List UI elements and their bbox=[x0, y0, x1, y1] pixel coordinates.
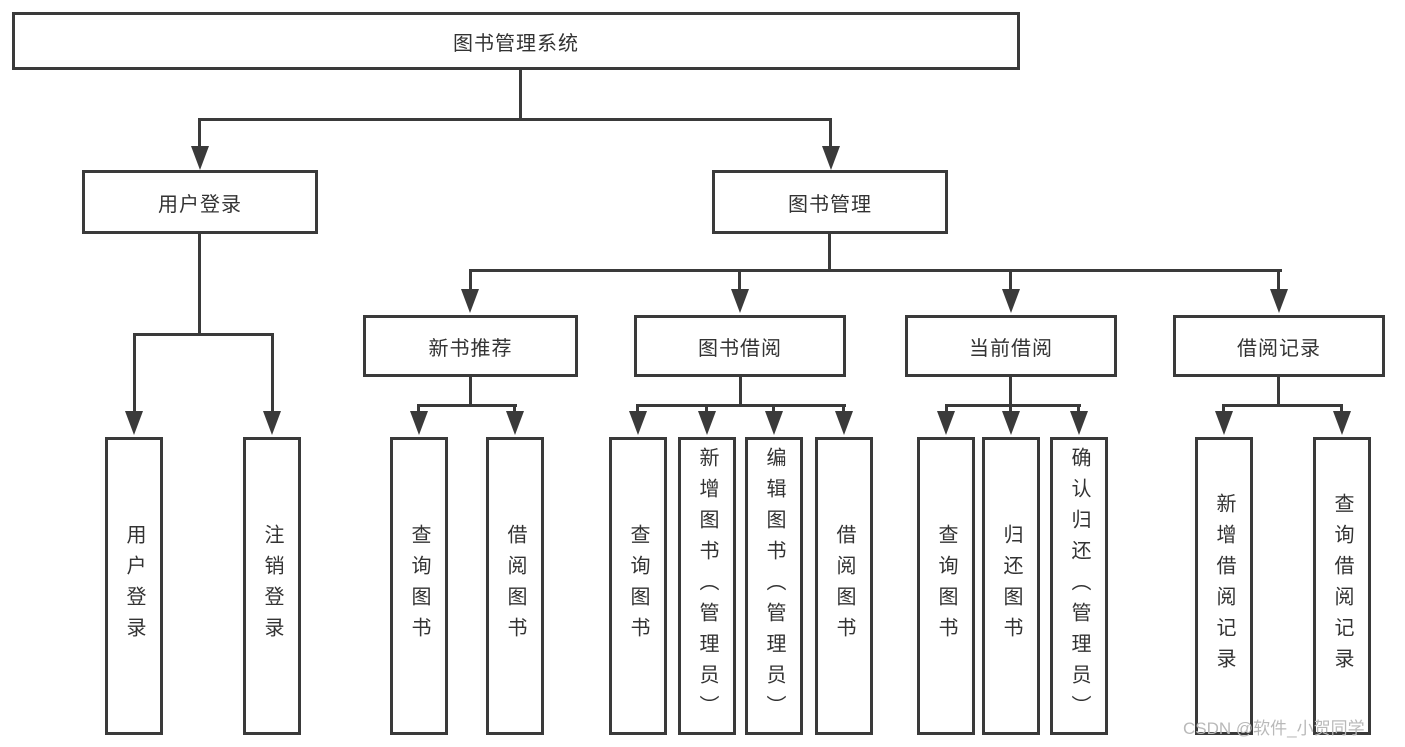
connector-current-stem bbox=[1009, 375, 1012, 407]
arrowhead-login-1 bbox=[125, 411, 143, 435]
arrowhead-borrow-1 bbox=[629, 411, 647, 435]
connector-login-stem bbox=[198, 234, 201, 336]
arrowhead-borrow bbox=[731, 289, 749, 313]
node-book-manage-label: 图书管理 bbox=[788, 193, 872, 216]
connector-login-bar bbox=[133, 333, 274, 336]
node-user-login-label: 用户登录 bbox=[158, 193, 242, 216]
leaf-borrow-query-books-label: 查询图书 bbox=[627, 524, 649, 648]
connector-current-bar bbox=[945, 404, 1081, 407]
connector-drop-recommend-2 bbox=[513, 404, 516, 414]
connector-recommend-bar bbox=[417, 404, 517, 407]
arrowhead-borrow-4 bbox=[835, 411, 853, 435]
leaf-confirm-return-admin-label: 确认归还（管理员） bbox=[1068, 446, 1090, 726]
connector-recommend-stem bbox=[469, 375, 472, 407]
leaf-user-login: 用户登录 bbox=[105, 437, 163, 735]
node-book-borrow-label: 图书借阅 bbox=[698, 337, 782, 360]
node-root-label: 图书管理系统 bbox=[453, 32, 579, 55]
leaf-borrow-query-books: 查询图书 bbox=[609, 437, 667, 735]
connector-drop-borrow-1 bbox=[636, 404, 639, 414]
connector-drop-recommend bbox=[469, 269, 472, 291]
node-current-borrow-label: 当前借阅 bbox=[969, 337, 1053, 360]
arrowhead-current-2 bbox=[1002, 411, 1020, 435]
node-book-manage: 图书管理 bbox=[712, 170, 948, 234]
arrowhead-borrow-2 bbox=[698, 411, 716, 435]
connector-drop-borrow bbox=[738, 269, 741, 291]
connector-borrow-bar bbox=[636, 404, 846, 407]
connector-drop-current bbox=[1009, 269, 1012, 291]
leaf-query-borrow-record: 查询借阅记录 bbox=[1313, 437, 1371, 735]
connector-drop-current-2 bbox=[1009, 404, 1012, 414]
connector-drop-borrow-2 bbox=[705, 404, 708, 414]
node-borrow-records-label: 借阅记录 bbox=[1237, 337, 1321, 360]
connector-drop-records-1 bbox=[1222, 404, 1225, 414]
arrowhead-current-3 bbox=[1070, 411, 1088, 435]
connector-drop-recommend-1 bbox=[417, 404, 420, 414]
connector-drop-login-2 bbox=[271, 333, 274, 413]
leaf-edit-books-admin-label: 编辑图书（管理员） bbox=[763, 446, 785, 726]
leaf-add-borrow-record: 新增借阅记录 bbox=[1195, 437, 1253, 735]
arrowhead-recommend-2 bbox=[506, 411, 524, 435]
leaf-add-books-admin: 新增图书（管理员） bbox=[678, 437, 736, 735]
connector-borrow-stem bbox=[739, 375, 742, 407]
leaf-recommend-borrow-books: 借阅图书 bbox=[486, 437, 544, 735]
leaf-add-borrow-record-label: 新增借阅记录 bbox=[1213, 493, 1235, 679]
arrowhead-recommend bbox=[461, 289, 479, 313]
leaf-borrow-books: 借阅图书 bbox=[815, 437, 873, 735]
arrowhead-login bbox=[191, 146, 209, 170]
node-book-borrow: 图书借阅 bbox=[634, 315, 846, 377]
leaf-current-query-books: 查询图书 bbox=[917, 437, 975, 735]
connector-drop-login-1 bbox=[133, 333, 136, 413]
connector-manage-bar bbox=[469, 269, 1282, 272]
connector-records-bar bbox=[1222, 404, 1343, 407]
connector-records-stem bbox=[1277, 375, 1280, 407]
node-current-borrow: 当前借阅 bbox=[905, 315, 1117, 377]
node-new-book-recommend-label: 新书推荐 bbox=[428, 337, 513, 360]
leaf-recommend-borrow-books-label: 借阅图书 bbox=[504, 524, 526, 648]
leaf-recommend-query-books: 查询图书 bbox=[390, 437, 448, 735]
leaf-query-borrow-record-label: 查询借阅记录 bbox=[1331, 493, 1353, 679]
connector-drop-login bbox=[198, 118, 201, 148]
arrowhead-records bbox=[1270, 289, 1288, 313]
arrowhead-recommend-1 bbox=[410, 411, 428, 435]
connector-drop-borrow-3 bbox=[772, 404, 775, 414]
connector-drop-records-2 bbox=[1340, 404, 1343, 414]
leaf-logout-label: 注销登录 bbox=[261, 524, 283, 648]
arrowhead-borrow-3 bbox=[765, 411, 783, 435]
connector-manage-stem bbox=[828, 234, 831, 272]
connector-drop-current-3 bbox=[1077, 404, 1080, 414]
arrowhead-current-1 bbox=[937, 411, 955, 435]
leaf-logout: 注销登录 bbox=[243, 437, 301, 735]
arrowhead-records-2 bbox=[1333, 411, 1351, 435]
connector-root-stem bbox=[519, 69, 522, 121]
node-new-book-recommend: 新书推荐 bbox=[363, 315, 578, 377]
leaf-current-query-books-label: 查询图书 bbox=[935, 524, 957, 648]
connector-drop-manage bbox=[829, 118, 832, 148]
connector-root-bar bbox=[198, 118, 832, 121]
connector-drop-records bbox=[1277, 269, 1280, 291]
leaf-add-books-admin-label: 新增图书（管理员） bbox=[696, 446, 718, 726]
arrowhead-login-2 bbox=[263, 411, 281, 435]
connector-drop-borrow-4 bbox=[842, 404, 845, 414]
leaf-confirm-return-admin: 确认归还（管理员） bbox=[1050, 437, 1108, 735]
connector-drop-current-1 bbox=[945, 404, 948, 414]
leaf-return-books-label: 归还图书 bbox=[1000, 524, 1022, 648]
node-borrow-records: 借阅记录 bbox=[1173, 315, 1385, 377]
arrowhead-manage bbox=[822, 146, 840, 170]
leaf-edit-books-admin: 编辑图书（管理员） bbox=[745, 437, 803, 735]
arrowhead-records-1 bbox=[1215, 411, 1233, 435]
arrowhead-current bbox=[1002, 289, 1020, 313]
leaf-borrow-books-label: 借阅图书 bbox=[833, 524, 855, 648]
leaf-recommend-query-books-label: 查询图书 bbox=[408, 524, 430, 648]
leaf-return-books: 归还图书 bbox=[982, 437, 1040, 735]
leaf-user-login-label: 用户登录 bbox=[123, 524, 145, 648]
watermark: CSDN @软件_小贺同学 bbox=[1183, 719, 1365, 738]
node-root: 图书管理系统 bbox=[12, 12, 1020, 70]
node-user-login: 用户登录 bbox=[82, 170, 318, 234]
